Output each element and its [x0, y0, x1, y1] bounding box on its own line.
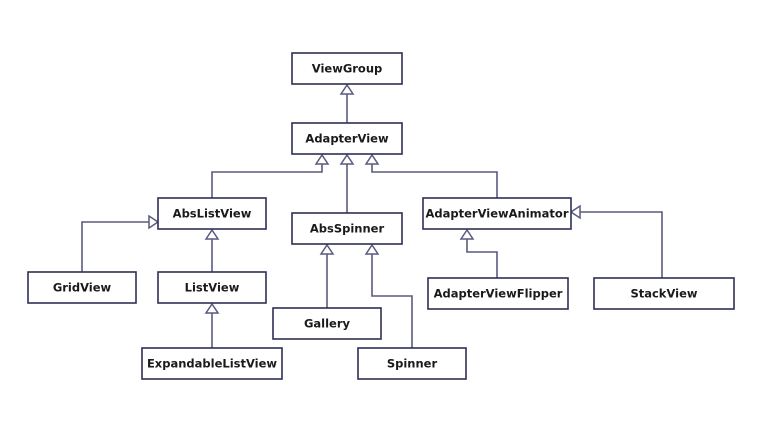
class-box-absspinner: AbsSpinner [291, 212, 403, 245]
class-label: StackView [630, 287, 697, 301]
hollow-arrowhead-icon [314, 153, 330, 165]
hollow-arrowhead-icon [364, 243, 380, 255]
class-label: AbsSpinner [310, 222, 385, 236]
class-label: AdapterViewFlipper [434, 287, 563, 301]
edge-stackview-to-adapterviewanimator [569, 204, 663, 278]
class-label: GridView [53, 281, 112, 295]
class-box-abslistview: AbsListView [157, 197, 267, 230]
class-box-expandablelistview: ExpandableListView [141, 347, 283, 380]
class-nodes: ViewGroupAdapterViewAbsListViewAbsSpinne… [27, 52, 735, 380]
hollow-arrowhead-icon [364, 153, 380, 165]
edge-expandablelistview-to-listview [204, 302, 220, 348]
class-label: ListView [185, 281, 240, 295]
edge-adapterview-to-viewgroup [339, 83, 355, 123]
class-box-border [422, 197, 572, 230]
class-box-border [272, 307, 382, 340]
edge-gallery-to-absspinner [319, 243, 335, 308]
class-box-spinner: Spinner [357, 347, 467, 380]
edge-adapterviewanimator-to-adapterview [364, 153, 498, 198]
edge-line [580, 211, 663, 278]
class-box-border [291, 212, 403, 245]
class-box-viewgroup: ViewGroup [291, 52, 403, 85]
class-label: Gallery [304, 317, 351, 331]
class-box-border [427, 277, 569, 310]
class-box-border [291, 122, 403, 155]
class-box-border [357, 347, 467, 380]
class-box-border [141, 347, 283, 380]
class-label: Spinner [387, 357, 438, 371]
hollow-arrowhead-icon [204, 228, 220, 240]
class-label: ViewGroup [312, 62, 383, 76]
hollow-arrowhead-icon [339, 153, 355, 165]
class-box-border [27, 271, 137, 304]
inheritance-edges [81, 83, 663, 348]
class-box-adapterviewflipper: AdapterViewFlipper [427, 277, 569, 310]
edge-line [211, 164, 323, 198]
class-box-stackview: StackView [593, 277, 735, 310]
edge-listview-to-abslistview [204, 228, 220, 272]
class-box-listview: ListView [157, 271, 267, 304]
hollow-arrowhead-icon [319, 243, 335, 255]
edge-spinner-to-absspinner [364, 243, 413, 348]
hollow-arrowhead-icon [459, 228, 475, 240]
class-box-border [593, 277, 735, 310]
hollow-arrowhead-icon [148, 214, 160, 230]
class-box-gallery: Gallery [272, 307, 382, 340]
class-box-adapterview: AdapterView [291, 122, 403, 155]
class-label: ExpandableListView [147, 357, 277, 371]
class-label: AbsListView [173, 207, 252, 221]
class-label: AdapterViewAnimator [426, 207, 569, 221]
edge-gridview-to-abslistview [81, 214, 160, 272]
edge-line [371, 164, 498, 198]
class-box-adapterviewanimator: AdapterViewAnimator [422, 197, 572, 230]
edge-line [81, 221, 149, 272]
edge-line [466, 239, 498, 278]
edge-line [371, 254, 413, 348]
class-box-border [291, 52, 403, 85]
edge-absspinner-to-adapterview [339, 153, 355, 213]
edge-adapterviewflipper-to-adapterviewanimator [459, 228, 498, 278]
hollow-arrowhead-icon [204, 302, 220, 314]
hollow-arrowhead-icon [339, 83, 355, 95]
hollow-arrowhead-icon [569, 204, 581, 220]
class-box-gridview: GridView [27, 271, 137, 304]
class-box-border [157, 197, 267, 230]
edge-abslistview-to-adapterview [211, 153, 330, 198]
class-box-border [157, 271, 267, 304]
class-label: AdapterView [305, 132, 389, 146]
